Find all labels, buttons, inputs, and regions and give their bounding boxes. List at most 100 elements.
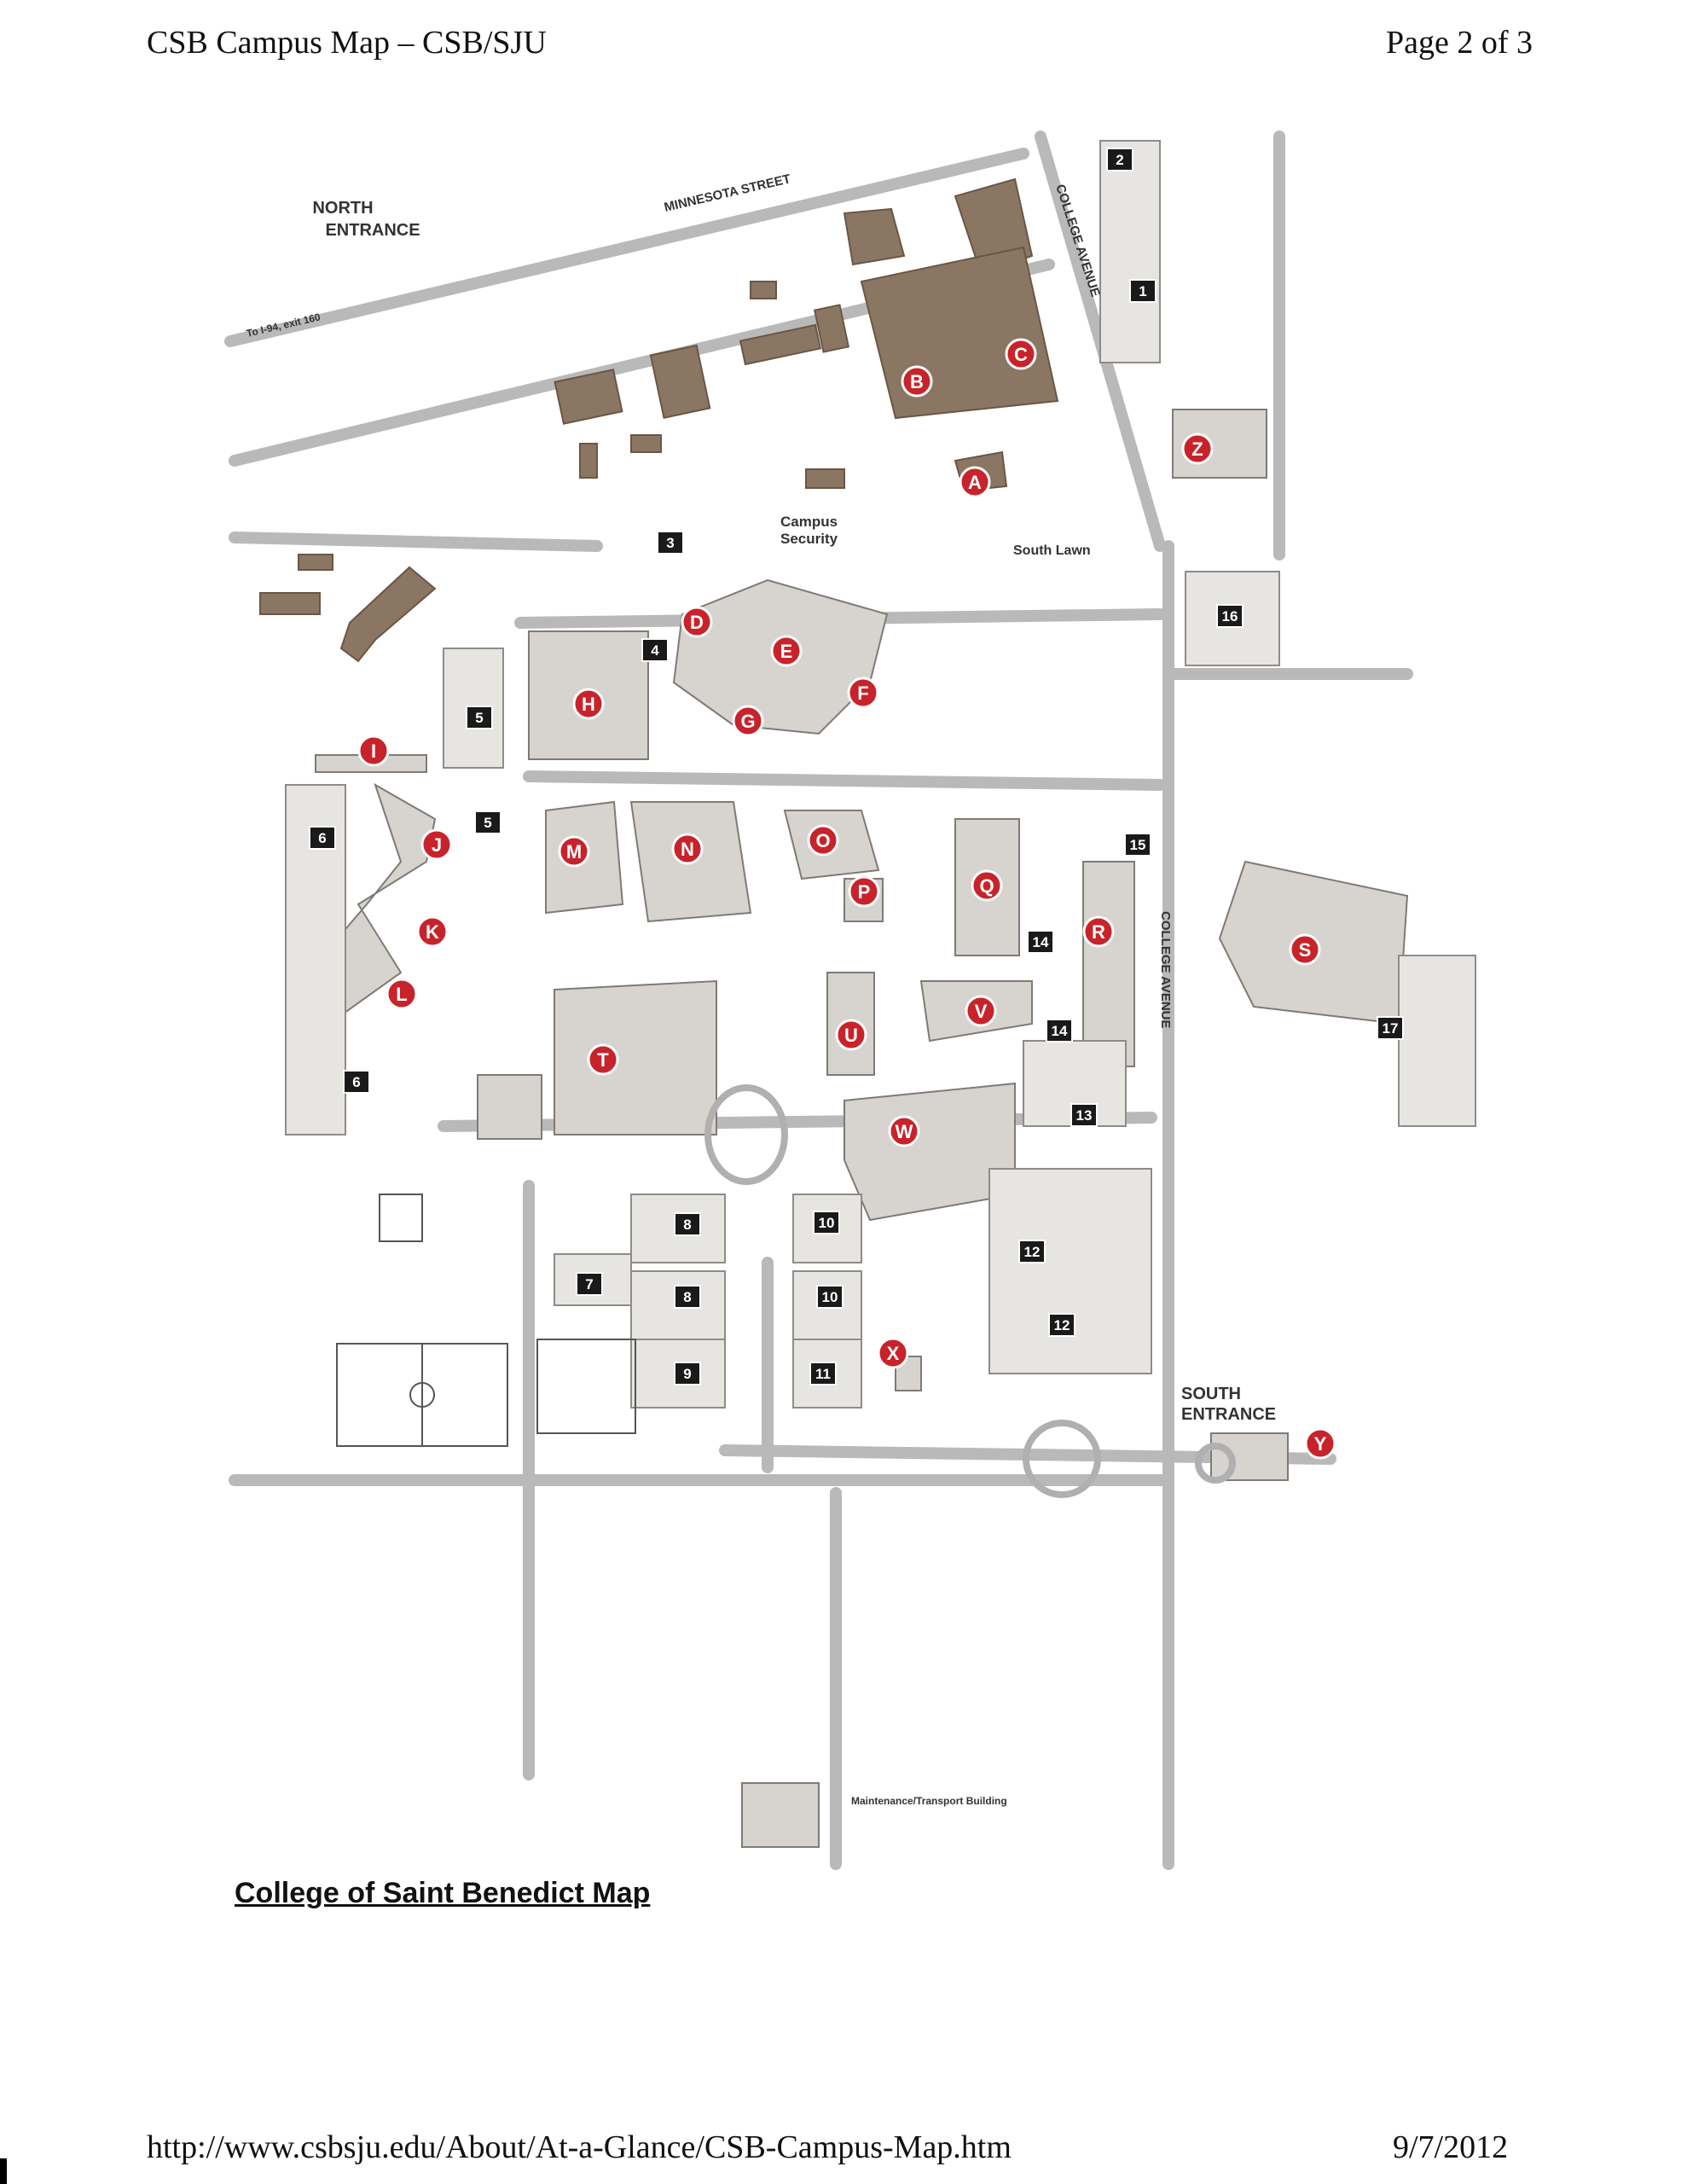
parking-marker-10: 10 (816, 1285, 844, 1309)
building-marker-f: F (847, 677, 879, 709)
scan-edge-mark (0, 2158, 7, 2184)
building-north-left (339, 566, 437, 663)
building-marker-label: M (566, 841, 582, 863)
source-url: http://www.csbsju.edu/About/At-a-Glance/… (147, 2129, 1012, 2165)
parking-marker-label: 15 (1130, 837, 1146, 853)
building-marker-s: S (1289, 933, 1321, 966)
building-marker-h: H (572, 688, 605, 720)
building-marker-j: J (420, 828, 453, 861)
parking-marker-8: 8 (674, 1212, 701, 1236)
parking-marker-12: 12 (1048, 1313, 1075, 1337)
page-number: Page 2 of 3 (1386, 25, 1533, 61)
building-marker-t: T (587, 1043, 619, 1076)
building-marker-y: Y (1304, 1427, 1336, 1460)
building-marker-label: K (426, 921, 439, 943)
soccer-field (336, 1343, 508, 1447)
building-marker-label: B (910, 371, 924, 392)
building-w (844, 1082, 1016, 1222)
parking-marker-label: 6 (352, 1074, 360, 1090)
building-marker-q: Q (971, 869, 1003, 902)
north-entrance-label-1: NORTH (312, 199, 373, 218)
parking-marker-5: 5 (474, 810, 501, 834)
building-marker-p: P (848, 875, 880, 908)
building-marker-m: M (558, 835, 590, 868)
parking-marker-12: 12 (1018, 1240, 1046, 1263)
building-marker-label: J (432, 834, 442, 856)
building-b (860, 246, 1059, 420)
parking-marker-label: 10 (819, 1215, 835, 1231)
building-y (1210, 1432, 1289, 1481)
building-marker-label: G (740, 711, 755, 732)
print-date: 9/7/2012 (1393, 2129, 1509, 2165)
building-marker-g: G (732, 705, 764, 737)
building-marker-z: Z (1181, 433, 1214, 465)
minnesota-street (224, 148, 1029, 347)
building-marker-label: R (1092, 921, 1105, 943)
building-marker-u: U (835, 1019, 867, 1051)
building-marker-n: N (671, 833, 704, 865)
parking-marker-label: 8 (683, 1289, 691, 1305)
parking-marker-6: 6 (343, 1070, 370, 1094)
parking-marker-label: 8 (683, 1217, 691, 1233)
parking-marker-16: 16 (1216, 604, 1244, 628)
parking-marker-5: 5 (466, 706, 493, 729)
building-marker-label: C (1014, 344, 1028, 365)
building-marker-label: A (968, 472, 982, 493)
building-north-1 (843, 207, 906, 266)
building-marker-label: I (371, 741, 376, 762)
parking-marker-17: 17 (1377, 1016, 1404, 1040)
building-marker-label: Q (979, 875, 994, 897)
parking-marker-7: 7 (576, 1272, 603, 1296)
parking-marker-label: 13 (1076, 1107, 1093, 1124)
building-marker-w: W (888, 1115, 920, 1147)
document-title: CSB Campus Map – CSB/SJU (147, 25, 547, 61)
building-marker-a: A (959, 466, 991, 498)
parking-marker-2: 2 (1106, 148, 1133, 171)
building-marker-label: Z (1191, 439, 1203, 460)
map-caption: College of Saint Benedict Map (235, 1877, 651, 1909)
building-r (1082, 861, 1135, 1067)
building-marker-v: V (965, 995, 997, 1027)
parking-marker-label: 3 (666, 535, 674, 551)
parking-marker-label: 11 (815, 1366, 831, 1382)
parking-marker-label: 12 (1024, 1244, 1041, 1260)
parking-marker-label: 14 (1052, 1023, 1068, 1039)
building-marker-c: C (1005, 338, 1037, 370)
college-avenue-label-south: COLLEGE AVENUE (1158, 911, 1173, 1029)
building-marker-d: D (681, 606, 713, 638)
building-t-annex (477, 1074, 542, 1140)
building-marker-b: B (901, 365, 933, 398)
building-marker-label: V (975, 1001, 988, 1022)
parking-marker-label: 7 (585, 1276, 593, 1292)
building-marker-label: F (857, 682, 868, 704)
building-marker-k: K (416, 915, 449, 948)
parking-marker-label: 5 (475, 710, 483, 726)
building-marker-label: D (690, 612, 704, 633)
tennis-courts (536, 1339, 636, 1434)
building-marker-label: W (896, 1121, 913, 1142)
building-marker-label: L (396, 984, 407, 1005)
parking-marker-label: 17 (1383, 1020, 1399, 1037)
parking-marker-13: 13 (1070, 1103, 1098, 1127)
parking-marker-label: 16 (1222, 608, 1238, 624)
parking-marker-3: 3 (657, 531, 684, 555)
roundabouts (704, 1084, 1236, 1498)
parking-marker-14: 14 (1027, 930, 1054, 954)
south-entrance-label-2: ENTRANCE (1181, 1405, 1276, 1424)
building-marker-label: T (597, 1049, 609, 1071)
building-t (554, 979, 717, 1136)
parking-marker-label: 2 (1116, 152, 1123, 168)
building-marker-label: X (887, 1343, 900, 1364)
parking-marker-14: 14 (1046, 1019, 1073, 1043)
parking-marker-15: 15 (1124, 833, 1151, 857)
building-marker-e: E (770, 635, 803, 667)
building-marker-x: X (877, 1337, 909, 1369)
building-marker-label: Y (1314, 1433, 1327, 1455)
parking-marker-11: 11 (809, 1362, 837, 1385)
maintenance-building (741, 1782, 820, 1848)
building-marker-label: U (844, 1025, 858, 1046)
building-marker-i: I (357, 735, 390, 767)
